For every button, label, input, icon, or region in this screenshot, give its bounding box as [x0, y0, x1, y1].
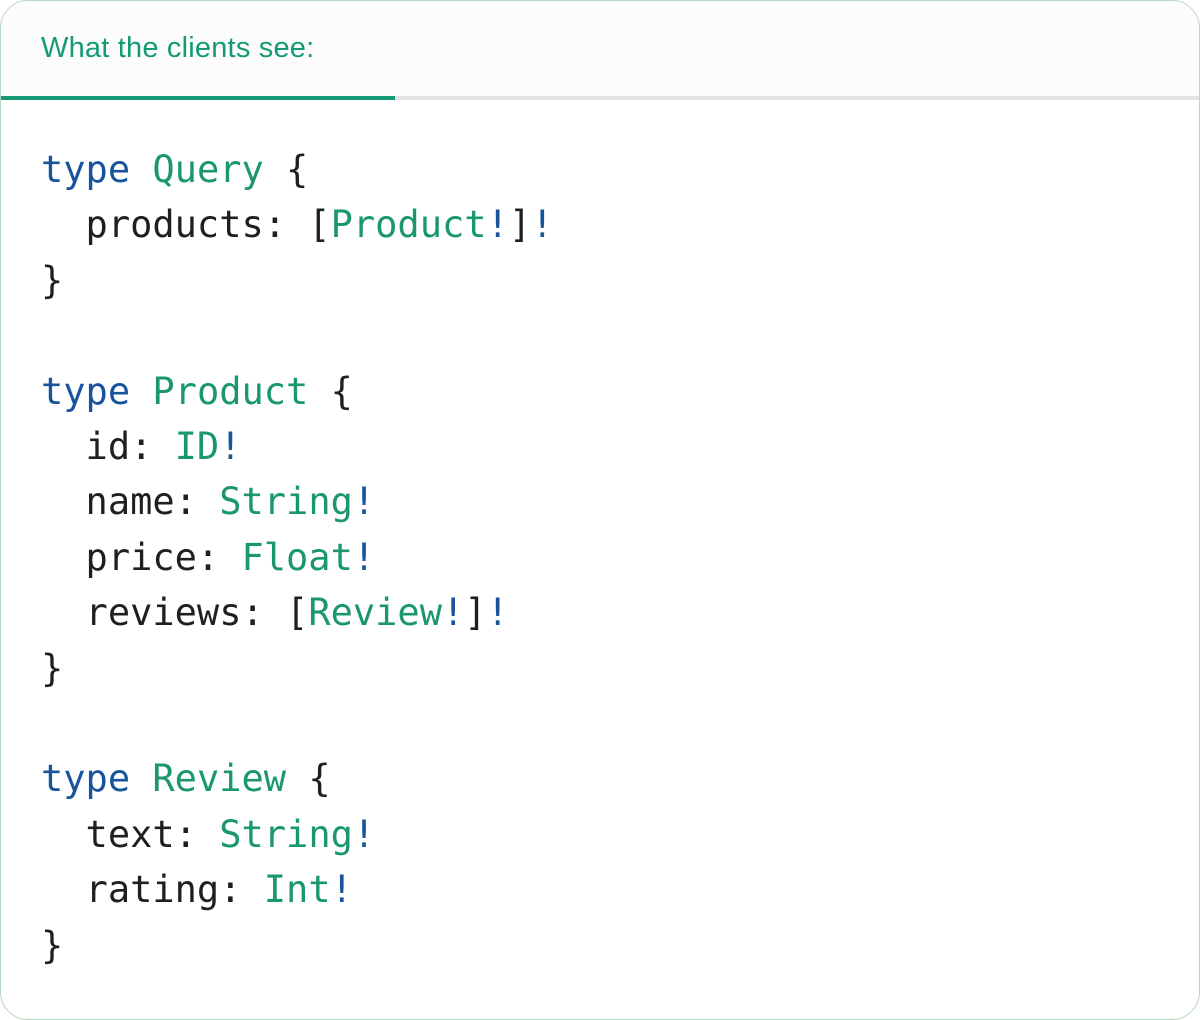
- code-line: reviews: [Review!]!: [41, 591, 509, 635]
- tabs-header: What the clients see:: [1, 1, 1199, 100]
- header-divider: [1, 96, 1199, 100]
- graphql-schema-code: type Query { products: [Product!]!} type…: [1, 100, 1199, 1013]
- code-line: id: ID!: [41, 425, 242, 469]
- code-line: }: [41, 258, 64, 302]
- code-line: }: [41, 923, 64, 967]
- code-line: rating: Int!: [41, 868, 353, 912]
- code-line: [41, 696, 1159, 751]
- code-line: name: String!: [41, 480, 376, 524]
- code-line: [41, 308, 1159, 363]
- active-tab-underline: [1, 96, 395, 100]
- tab-what-clients-see[interactable]: What the clients see:: [1, 1, 395, 96]
- code-line: type Review {: [41, 757, 331, 801]
- code-line: }: [41, 646, 64, 690]
- code-line: products: [Product!]!: [41, 203, 554, 247]
- tab-label: What the clients see:: [41, 32, 315, 64]
- code-line: price: Float!: [41, 535, 376, 579]
- code-line: type Product {: [41, 369, 353, 413]
- code-line: text: String!: [41, 812, 376, 856]
- code-line: type Query {: [41, 148, 309, 191]
